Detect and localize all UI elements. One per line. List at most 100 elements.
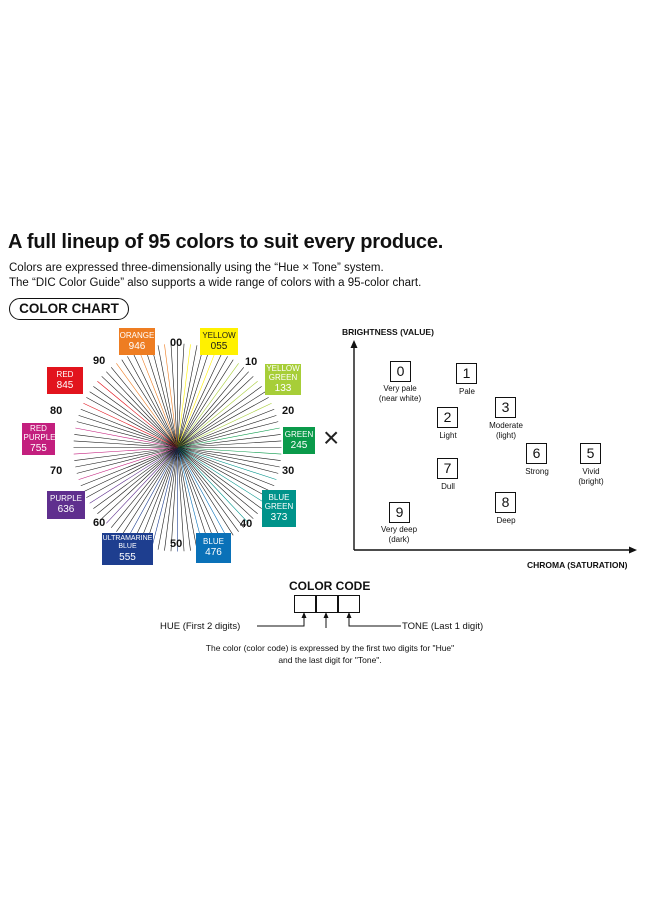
tone-label-line: (light) bbox=[495, 431, 516, 440]
tone-box-7: 7 bbox=[437, 458, 458, 479]
hue-ray bbox=[177, 367, 245, 448]
hue-ray bbox=[101, 447, 178, 519]
hue-ray bbox=[76, 447, 178, 474]
tone-label-2: Light bbox=[413, 431, 483, 441]
hue-ray bbox=[177, 447, 262, 509]
swatch-code: 133 bbox=[274, 383, 292, 395]
hue-ray bbox=[177, 345, 198, 448]
hue-ray bbox=[177, 363, 239, 448]
tone-label-line: Very deep bbox=[380, 525, 418, 534]
tone-box-1: 1 bbox=[456, 363, 477, 384]
swatch-name: BLUE GREEN bbox=[264, 493, 294, 512]
hue-ray bbox=[177, 415, 277, 448]
color-code-arrows bbox=[257, 612, 401, 628]
hue-ray bbox=[177, 447, 210, 547]
swatch-name: YELLOW GREEN bbox=[266, 364, 300, 383]
hue-ray bbox=[177, 447, 269, 498]
hue-ray bbox=[80, 408, 178, 448]
hue-ray bbox=[177, 447, 280, 468]
hue-ray bbox=[177, 447, 266, 504]
hue-ray bbox=[74, 434, 178, 448]
page-title: A full lineup of 95 colors to suit every… bbox=[8, 231, 444, 253]
swatch-purple: PURPLE 636 bbox=[47, 491, 85, 519]
hue-ray bbox=[157, 345, 178, 448]
hue-ray bbox=[93, 447, 178, 509]
hue-ray bbox=[177, 447, 249, 524]
hue-ray bbox=[138, 447, 178, 545]
swatch-name: BLUE bbox=[203, 537, 224, 547]
hue-ray bbox=[164, 447, 178, 551]
hue-ray bbox=[177, 447, 204, 549]
hue-ray bbox=[73, 440, 178, 448]
hue-number-50: 50 bbox=[170, 538, 183, 550]
color-chart-label: COLOR CHART bbox=[9, 298, 129, 320]
hue-ray bbox=[86, 397, 178, 448]
tone-label-line: Deep bbox=[496, 516, 516, 525]
swatch-blue-green: BLUE GREEN 373 bbox=[262, 490, 296, 527]
hue-ray bbox=[177, 447, 281, 461]
hue-ray bbox=[177, 447, 234, 536]
hue-number-90: 90 bbox=[93, 355, 106, 367]
hue-ray bbox=[78, 447, 178, 480]
hue-ray bbox=[177, 447, 217, 545]
hue-ray bbox=[177, 447, 272, 493]
hue-ray bbox=[177, 371, 249, 448]
tone-axes bbox=[350, 340, 637, 554]
hue-number-80: 80 bbox=[50, 405, 63, 417]
hue-ray bbox=[97, 380, 178, 448]
hue-number-10: 10 bbox=[245, 356, 258, 368]
tone-label-line: Moderate bbox=[489, 421, 523, 430]
hue-ray bbox=[116, 447, 178, 532]
swatch-code: 845 bbox=[56, 379, 74, 391]
hue-ray bbox=[74, 447, 178, 461]
hue-ray bbox=[177, 391, 266, 448]
hue-ray bbox=[110, 447, 178, 528]
hue-ray bbox=[177, 447, 223, 542]
swatch-name: YELLOW bbox=[202, 330, 236, 340]
swatch-code: 755 bbox=[30, 442, 47, 454]
swatch-code: 055 bbox=[210, 340, 228, 352]
swatch-code: 476 bbox=[205, 547, 222, 559]
hue-ray bbox=[106, 447, 178, 524]
hue-ray bbox=[93, 386, 178, 448]
hue-number-30: 30 bbox=[282, 465, 295, 477]
tone-box-0: 0 bbox=[390, 361, 411, 382]
hue-ray bbox=[132, 353, 178, 448]
hue-ray bbox=[177, 434, 281, 448]
tone-label-1: Pale bbox=[432, 387, 502, 397]
hue-ray bbox=[177, 346, 204, 448]
tone-label-7: Dull bbox=[413, 482, 483, 492]
swatch-code: 555 bbox=[119, 551, 136, 563]
hue-ray bbox=[97, 447, 178, 515]
tone-label-line: Very pale bbox=[383, 384, 417, 393]
tone-label-5: Vivid (bright) bbox=[556, 467, 626, 487]
hue-ray bbox=[177, 447, 277, 480]
tone-box-9: 9 bbox=[389, 502, 410, 523]
hue-ray bbox=[177, 353, 223, 448]
hue-ray bbox=[75, 427, 178, 448]
hue-ray bbox=[177, 447, 258, 515]
swatch-code: 245 bbox=[290, 439, 308, 451]
hue-ray bbox=[83, 402, 178, 448]
tone-box-5: 5 bbox=[580, 443, 601, 464]
hue-ray bbox=[127, 356, 178, 448]
hue-ray bbox=[177, 447, 279, 474]
tone-label: TONE (Last 1 digit) bbox=[402, 621, 484, 632]
tone-box-8: 8 bbox=[495, 492, 516, 513]
hue-ray bbox=[89, 447, 178, 504]
hue-ray bbox=[151, 346, 178, 448]
hue-ray bbox=[73, 447, 178, 455]
swatch-orange: ORANGE 946 bbox=[119, 328, 155, 355]
hue-number-60: 60 bbox=[93, 517, 106, 529]
hue-ray bbox=[127, 447, 178, 539]
tone-label-line: Strong bbox=[525, 467, 549, 476]
swatch-red-purple: RED PURPLE 755 bbox=[22, 423, 56, 455]
hue-ray bbox=[121, 447, 178, 536]
hue-ray bbox=[177, 447, 282, 455]
hue-ray bbox=[177, 447, 275, 487]
hue-number-20: 20 bbox=[282, 405, 295, 417]
hue-ray bbox=[164, 344, 178, 448]
hue-ray bbox=[177, 348, 210, 448]
tone-label-3: Moderate (light) bbox=[471, 421, 541, 441]
hue-ray bbox=[177, 447, 228, 539]
